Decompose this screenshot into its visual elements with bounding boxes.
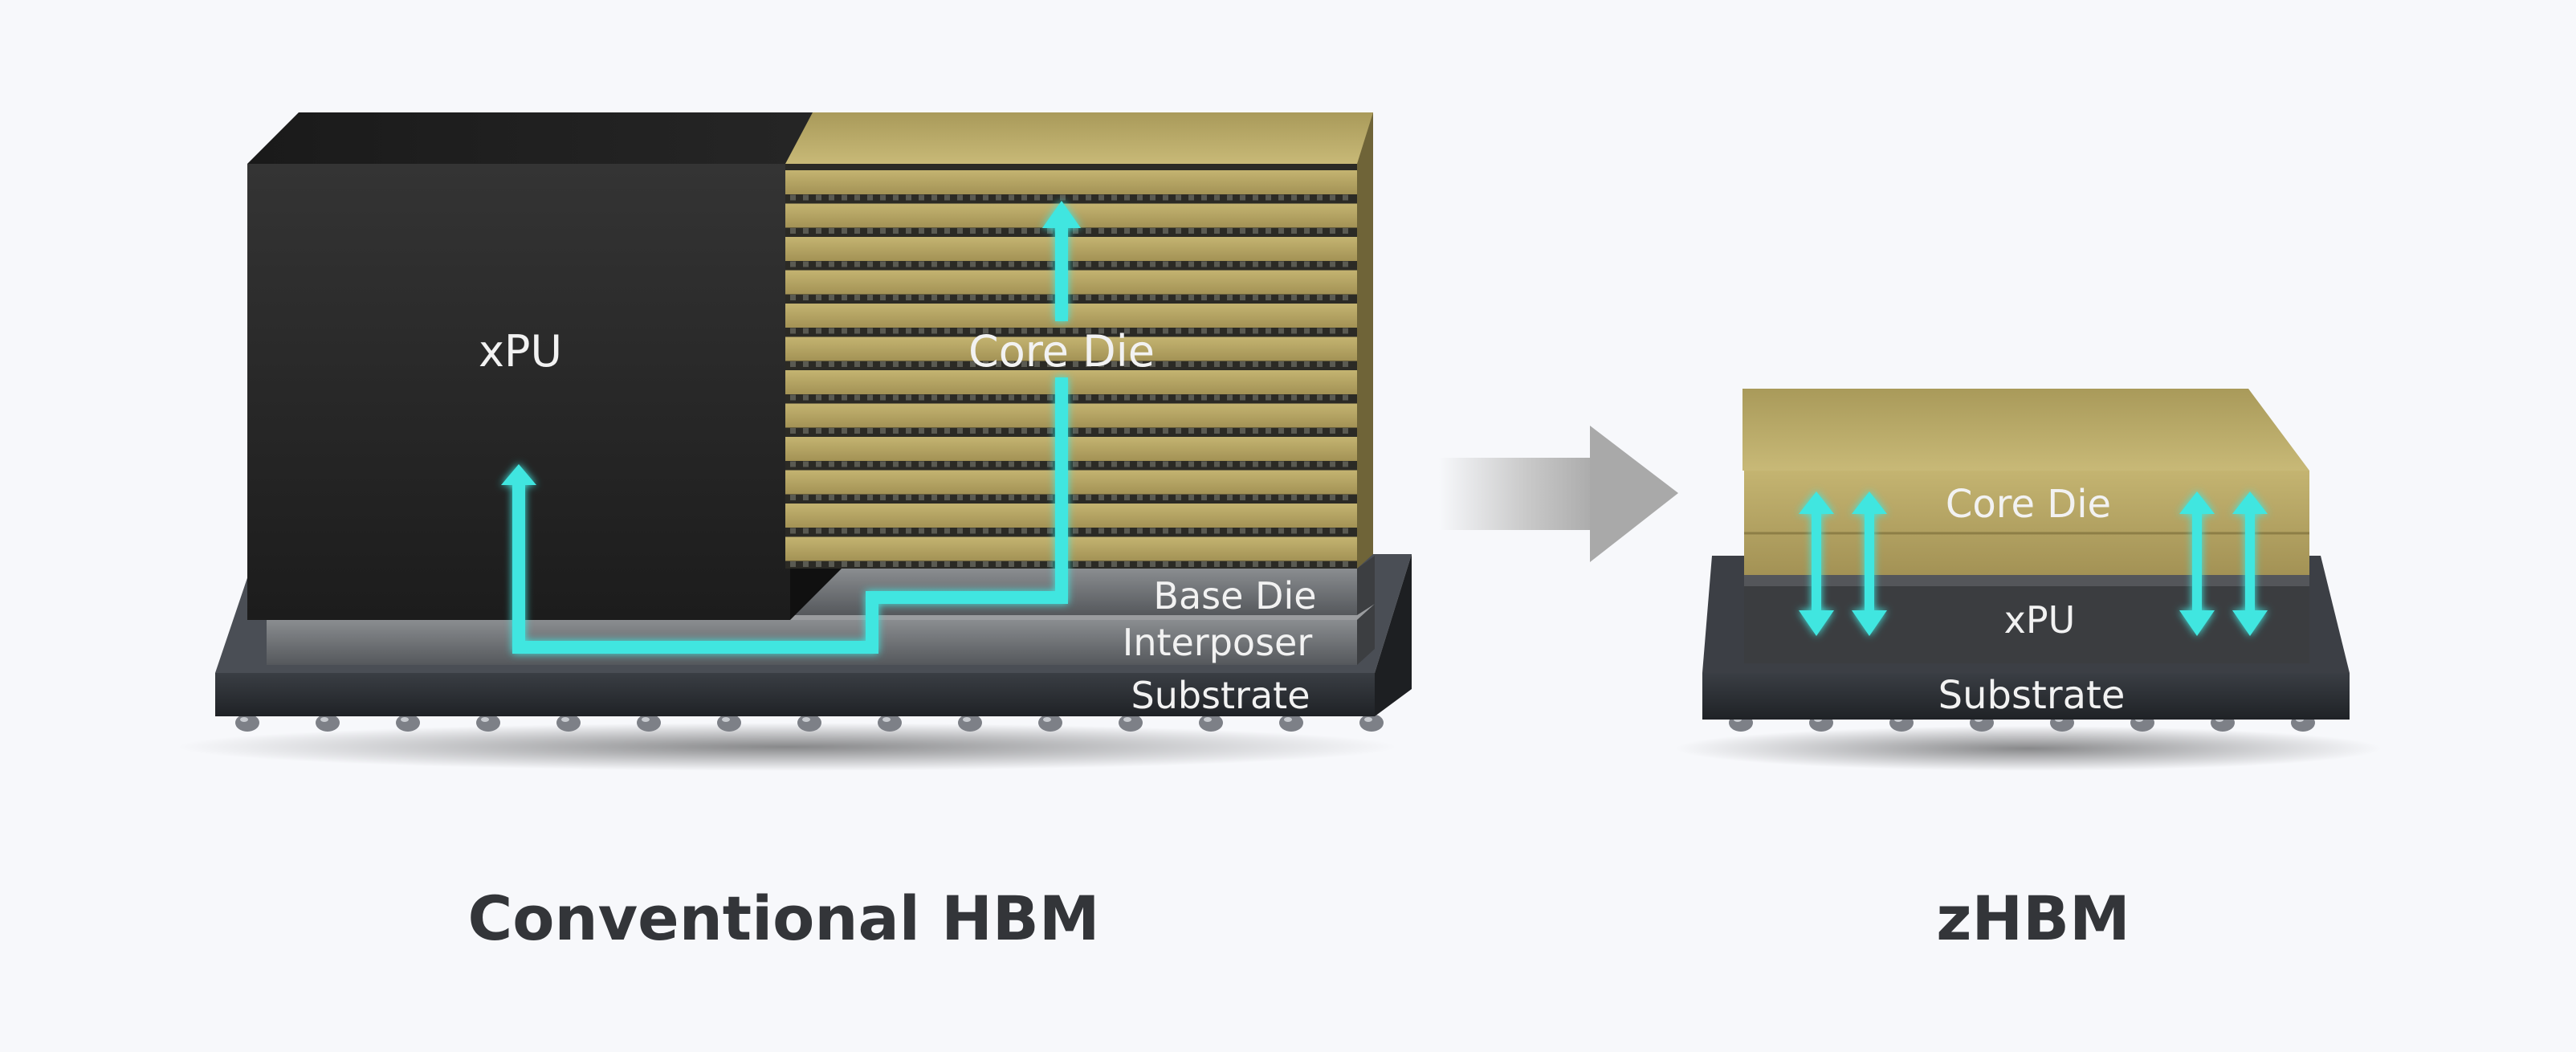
package-shadow — [1675, 726, 2382, 771]
core-die-layer — [785, 270, 1357, 295]
solder-ball — [316, 714, 340, 732]
xpu-label: xPU — [2004, 598, 2076, 642]
package-shadow — [177, 723, 1397, 771]
base-die-label: Base Die — [1153, 574, 1316, 618]
signal-path — [501, 201, 1081, 654]
signal-arrowhead-up-icon — [1042, 201, 1081, 228]
solder-ball — [637, 714, 661, 732]
conventional-hbm-title: Conventional HBM — [468, 883, 1100, 954]
xpu-label: xPU — [479, 326, 562, 377]
core-die-layer — [785, 470, 1357, 495]
zhbm-package: Core Die xPU Substrate — [1675, 389, 2382, 771]
solder-balls — [235, 714, 1384, 732]
solder-ball — [797, 714, 821, 732]
core-die-stack — [785, 112, 1373, 569]
core-die-layer — [785, 403, 1357, 428]
core-die-block — [1742, 389, 2309, 575]
core-die-label: Core Die — [1946, 482, 2111, 527]
solder-ball — [1359, 714, 1384, 732]
solder-ball — [1038, 714, 1062, 732]
signal-arrowhead-up-icon — [501, 464, 536, 485]
bidirectional-arrow-icon — [2179, 491, 2215, 636]
core-die-layer — [785, 237, 1357, 261]
core-die-layer — [785, 536, 1357, 561]
solder-ball — [476, 714, 500, 732]
solder-ball — [717, 714, 741, 732]
bidirectional-arrow-icon — [2232, 491, 2268, 636]
bidirectional-arrow-icon — [1799, 491, 1834, 636]
solder-ball — [878, 714, 902, 732]
interposer-label: Interposer — [1123, 621, 1313, 664]
solder-ball — [958, 714, 982, 732]
core-die-layer — [785, 336, 1357, 361]
solder-ball — [396, 714, 420, 732]
core-die-layer — [785, 370, 1357, 394]
solder-ball — [235, 714, 259, 732]
transition-arrow-icon — [1439, 426, 1678, 562]
xpu-layer — [1744, 575, 2309, 663]
core-die-layer — [785, 304, 1357, 328]
conventional-hbm-package: xPU Core Die Base Die Interposer Substra… — [177, 112, 1412, 771]
zhbm-title: zHBM — [1936, 883, 2130, 954]
core-die-layer — [785, 170, 1357, 194]
core-die-layer — [785, 504, 1357, 528]
core-die-layer — [785, 437, 1357, 461]
solder-ball — [556, 714, 581, 732]
core-die-layers — [785, 170, 1357, 567]
core-die-label: Core Die — [968, 326, 1155, 377]
substrate-label: Substrate — [1938, 673, 2126, 718]
vertical-interconnect-arrows — [1799, 491, 2268, 636]
substrate-label: Substrate — [1131, 674, 1310, 717]
bidirectional-arrow-icon — [1852, 491, 1887, 636]
